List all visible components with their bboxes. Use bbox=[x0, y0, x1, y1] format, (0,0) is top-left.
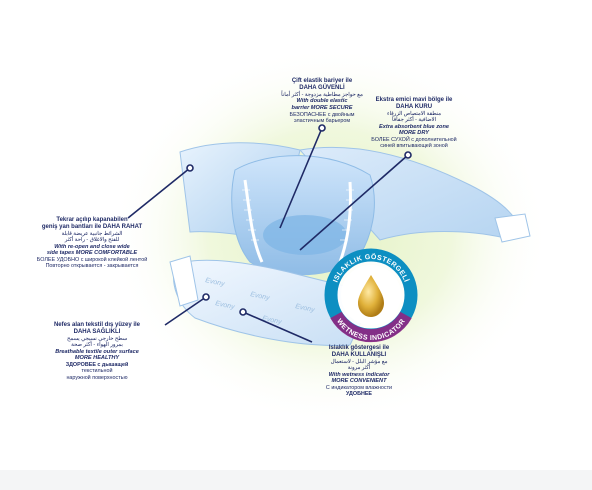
callout-ru: ЗДОРОВЕЕ с дышащей bbox=[65, 361, 129, 368]
callout-tr-emphasis: DAHA SAĞLIKLI bbox=[73, 329, 121, 336]
drop-icon bbox=[358, 275, 384, 317]
callout-ar: مع حواجز مطاطية مزدوجة - أكثر أماناً bbox=[281, 92, 363, 99]
callout-ru-2: Повторно открывается - закрывается bbox=[45, 263, 139, 270]
callout-en: Extra absorbent blue zone bbox=[379, 123, 449, 130]
callout-tr: Islaklık göstergesi ile bbox=[328, 345, 390, 351]
callout-ru-2: текстильной bbox=[81, 368, 113, 375]
callout-tr: Çift elastik bariyer ile bbox=[291, 78, 353, 84]
endpoint-wetness-indicator bbox=[239, 308, 247, 316]
callout-tr-emphasis: DAHA KURU bbox=[395, 104, 433, 111]
callout-tr: Nefes alan tekstil dış yüzey ile bbox=[53, 322, 141, 328]
right-side-tape bbox=[494, 213, 531, 243]
brand-print: Evony bbox=[250, 291, 271, 302]
endpoint-absorbent-zone bbox=[404, 151, 412, 159]
callout-en: Breathable textile outer surface bbox=[55, 348, 139, 355]
barrier-stitching bbox=[242, 189, 354, 241]
callout-en-emphasis: MORE HEALTHY bbox=[74, 355, 120, 362]
callout-ru: БОЛЕЕ СУХОЙ с дополнительной bbox=[371, 136, 457, 143]
brand-print: Evony bbox=[205, 277, 226, 288]
callout-ar: الشرائط جانبية عريضة قابلة bbox=[61, 231, 123, 238]
callout-ru: С индикатором влажности bbox=[325, 384, 393, 391]
callout-en-emphasis: MORE DRY bbox=[398, 130, 430, 137]
callout-breathable-textile: Nefes alan tekstil dış yüzey ile DAHA SA… bbox=[22, 322, 172, 381]
bottom-band bbox=[0, 470, 592, 490]
callout-ru-emphasis: УДОБНЕЕ bbox=[345, 391, 373, 398]
callout-en-emphasis: MORE CONVENIENT bbox=[331, 378, 387, 385]
callout-ar-2: للفتح والاغلاق - راحة أكثر bbox=[64, 237, 120, 244]
brand-print: Evony bbox=[262, 315, 283, 326]
callout-ru-2: синей впитывающей зоной bbox=[380, 143, 448, 150]
callout-side-tapes: Tekrar açılıp kapanabilen geniş yan bant… bbox=[22, 217, 162, 270]
leader-wetness-indicator bbox=[242, 311, 313, 343]
callout-tr-emphasis: DAHA KULLANIŞLI bbox=[331, 352, 387, 359]
endpoint-side-tapes bbox=[186, 164, 194, 172]
leader-absorbent-zone bbox=[299, 154, 409, 251]
callout-en-emphasis: barrier MORE SECURE bbox=[291, 105, 353, 111]
callout-en: With wetness indicator bbox=[328, 371, 390, 378]
wetness-indicator-badge: ISLAKLIK GÖSTERGELİ WETNESS INDICATOR bbox=[324, 248, 418, 342]
callout-ar: منطقة الامتصاص الزرقاء bbox=[387, 111, 441, 118]
callout-ar-2: بمرور الهواء - أكثر صحة bbox=[71, 342, 123, 349]
callout-ar: سطح خارجي نسيجي يسمح bbox=[66, 336, 128, 343]
leader-elastic-barrier bbox=[279, 127, 323, 229]
callout-absorbent-zone: Ekstra emici mavi bölge ile DAHA KURU من… bbox=[339, 97, 489, 150]
brand-print: Evony bbox=[215, 300, 236, 311]
callout-en: With double elastic bbox=[296, 98, 348, 105]
callout-elastic-barrier: Çift elastik bariyer ile DAHA GÜVENLİ مع… bbox=[252, 78, 392, 124]
left-side-tape bbox=[169, 255, 199, 307]
callout-ar-2: أكثر مرونة bbox=[347, 365, 371, 372]
callout-ar-2: الاضافية - أكثر جفافاً bbox=[392, 117, 436, 124]
callout-tr-emphasis: geniş yan bantları ile DAHA RAHAT bbox=[41, 224, 143, 231]
callout-ru-2: эластичным барьером bbox=[293, 117, 351, 124]
callout-en: With re-open and close wide bbox=[54, 243, 130, 250]
leader-lines bbox=[127, 127, 409, 343]
callout-ru: БЕЗОПАСНЕЕ с двойным bbox=[289, 111, 355, 118]
leader-breathable-textile bbox=[164, 296, 207, 326]
callout-wetness-indicator: Islaklık göstergesi ile DAHA KULLANIŞLI … bbox=[299, 345, 419, 398]
callout-tr-emphasis: DAHA GÜVENLİ bbox=[299, 85, 345, 92]
callout-tr: Ekstra emici mavi bölge ile bbox=[375, 97, 453, 103]
leader-endpoints bbox=[186, 124, 412, 316]
leader-side-tapes bbox=[127, 167, 191, 219]
callout-ru-3: наружной поверхностью bbox=[66, 374, 128, 381]
callout-ar: مع مؤشر البلل - لاستعمال bbox=[330, 359, 388, 366]
endpoint-breathable-textile bbox=[202, 293, 210, 301]
brand-print-pattern: Evony Evony Evony Evony Evony bbox=[205, 277, 316, 326]
callout-tr: Tekrar açılıp kapanabilen bbox=[56, 217, 128, 223]
blue-zone bbox=[263, 215, 347, 255]
endpoint-elastic-barrier bbox=[318, 124, 326, 132]
callout-ru: БОЛЕЕ УДОБНО с широкой клейкой лентой bbox=[36, 256, 148, 263]
brand-print: Evony bbox=[295, 303, 316, 314]
callout-en-emphasis: side tapes MORE COMFORTABLE bbox=[46, 250, 138, 257]
right-elastic-barrier bbox=[338, 181, 352, 263]
